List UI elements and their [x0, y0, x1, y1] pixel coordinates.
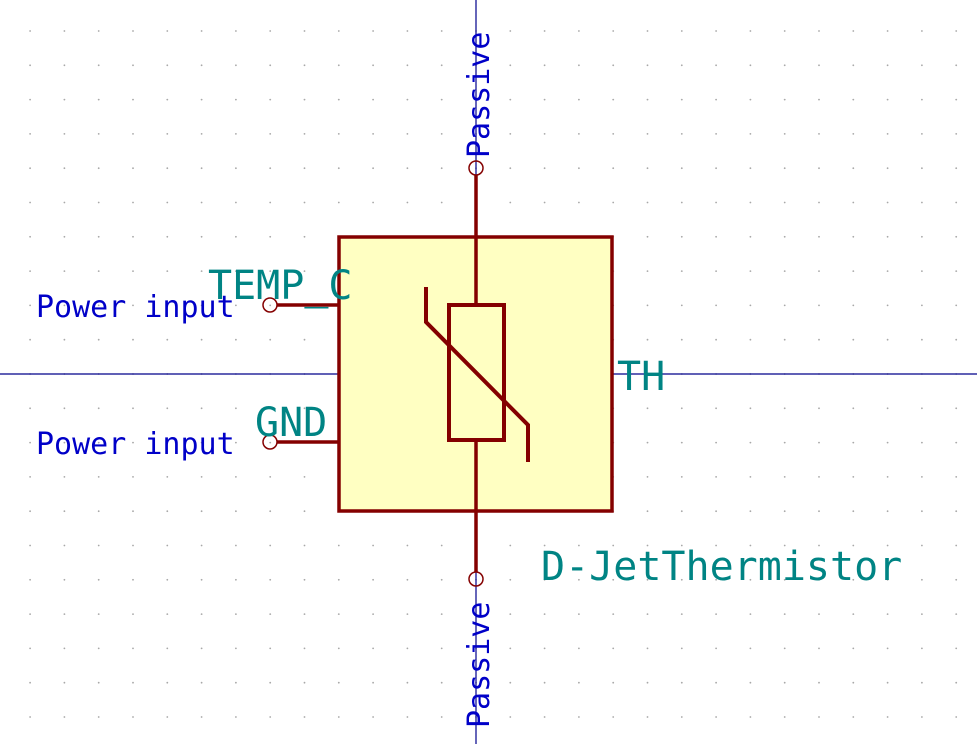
pin-name-temp-c: TEMP_C — [208, 263, 353, 309]
pin-gnd-type-label: Power input — [36, 427, 235, 462]
pin-name-gnd: GND — [255, 400, 327, 446]
grid-dots — [29, 30, 958, 718]
pin-passive-top-type-label: Passive — [462, 32, 497, 158]
pin-temp-c-type-label: Power input — [36, 290, 235, 325]
value-label[interactable]: D-JetThermistor — [541, 544, 902, 590]
pin-passive-bottom-type-label: Passive — [462, 602, 497, 728]
pin-endpoint-circle-icon[interactable] — [262, 297, 278, 313]
pin-endpoint-circle-icon[interactable] — [468, 571, 484, 587]
thermistor-icon — [424, 287, 530, 462]
pin-endpoint-circle-icon[interactable] — [468, 160, 484, 176]
reference-label[interactable]: TH — [617, 354, 665, 400]
pin-endpoint-circle-icon[interactable] — [262, 434, 278, 450]
